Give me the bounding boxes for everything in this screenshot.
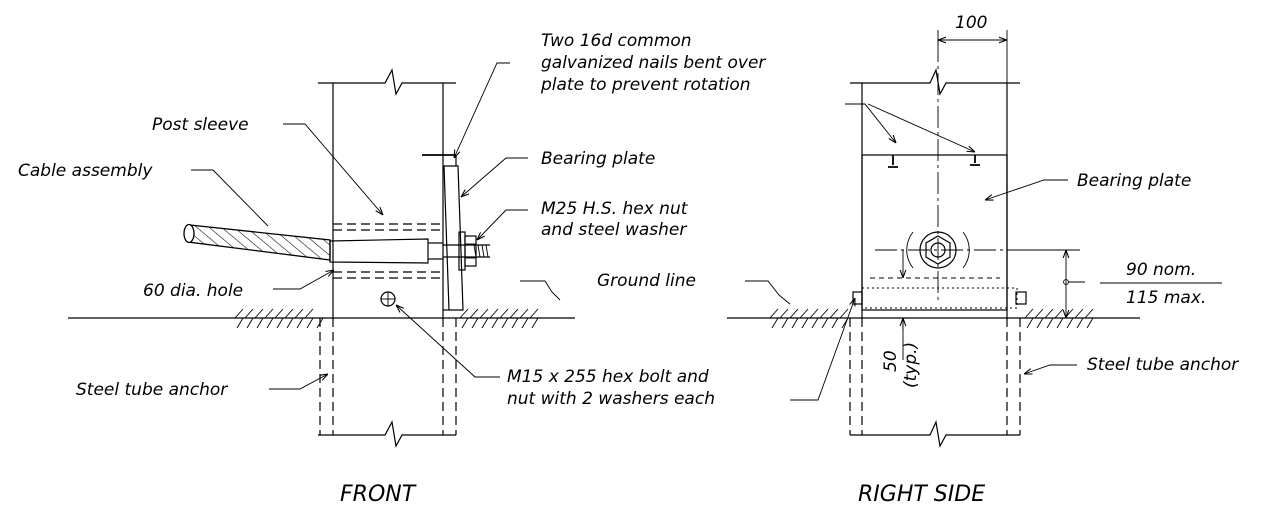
side-hex-nut <box>906 231 970 269</box>
front-hex-nut-washer <box>458 231 477 271</box>
dim-maximum: 115 max. <box>1126 288 1206 308</box>
front-hex-bolt <box>380 291 396 307</box>
label-bolt-line1: M15 x 255 hex bolt and <box>507 367 709 387</box>
dim-top-value: 100 <box>955 13 987 33</box>
label-bearing-plate-side: Bearing plate <box>1077 171 1191 191</box>
side-ground-hatch <box>769 308 1094 329</box>
front-cable-assembly <box>183 223 490 264</box>
side-dimensions <box>903 30 1222 360</box>
label-cable-assembly: Cable assembly <box>18 161 153 181</box>
label-ground-line: Ground line <box>597 271 696 291</box>
label-bolt-line2: nut with 2 washers each <box>507 389 715 409</box>
front-post-top-break <box>318 68 456 96</box>
dim-typ-value: 50 <box>881 350 901 372</box>
front-leaders <box>191 62 561 390</box>
label-hole: 60 dia. hole <box>143 281 243 301</box>
dim-typ-note: (typ.) <box>901 342 921 388</box>
label-nails-line2: galvanized nails bent over <box>541 53 766 73</box>
label-anchor-side: Steel tube anchor <box>1087 355 1239 375</box>
front-anchor-bottom-break <box>318 420 456 448</box>
side-post-top-break <box>850 67 1020 96</box>
label-anchor-front: Steel tube anchor <box>76 380 228 400</box>
label-nails-line1: Two 16d common <box>541 31 692 51</box>
front-ground-hatch <box>234 308 539 329</box>
side-nails <box>888 155 980 168</box>
annotations: Two 16d common galvanized nails bent ove… <box>18 13 1239 506</box>
dim-nominal: 90 nom. <box>1126 260 1196 280</box>
label-hex-nut-line2: and steel washer <box>541 220 687 240</box>
view-title-right-side: RIGHT SIDE <box>858 482 985 506</box>
side-anchor-bottom-break <box>850 419 1020 448</box>
label-hex-nut-line1: M25 H.S. hex nut <box>541 199 689 219</box>
label-nails-line3: plate to prevent rotation <box>540 75 751 95</box>
label-post-sleeve: Post sleeve <box>152 115 249 135</box>
side-bearing-plate <box>861 154 1008 311</box>
label-bearing-plate-front: Bearing plate <box>541 149 655 169</box>
view-title-front: FRONT <box>340 482 417 506</box>
side-leaders <box>745 103 1077 401</box>
front-view <box>68 68 575 448</box>
side-view <box>727 40 1140 448</box>
side-anchor-bolt <box>852 277 1027 309</box>
